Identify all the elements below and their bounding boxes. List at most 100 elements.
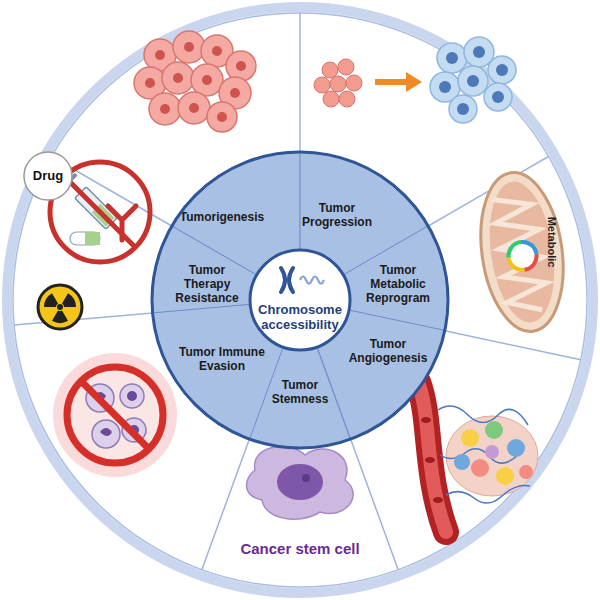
- glow: [53, 353, 177, 477]
- circle-shape: [250, 250, 350, 350]
- drug-circle: Drug: [21, 149, 75, 203]
- radiation-center: [57, 304, 63, 310]
- dna-strand-icon: [300, 277, 324, 284]
- nucleus: [492, 91, 504, 103]
- blue-nuclei: [439, 46, 508, 115]
- tumor-cell: [519, 465, 533, 479]
- immune-nucleus: [127, 391, 137, 401]
- red-blood-cell: [425, 457, 435, 463]
- divider-line: [445, 331, 581, 360]
- radiation-symbol: [38, 285, 82, 329]
- pill-half: [85, 232, 100, 245]
- tumor-cell: [507, 439, 525, 457]
- blue-cell: [437, 43, 467, 73]
- nucleolus: [302, 474, 310, 482]
- nucleus: [184, 42, 194, 52]
- stem-cell-nucleus: [277, 464, 323, 500]
- blue-cell: [449, 95, 477, 123]
- red-blood-cell: [433, 497, 443, 503]
- tumor-cell: [461, 429, 479, 447]
- blood-vessel: [418, 382, 446, 532]
- tumor-cell: [485, 421, 503, 439]
- prohibition-slash: [65, 177, 135, 247]
- blue-cell: [488, 56, 516, 84]
- node-text: Tumor Metabolic Reprogram: [363, 264, 433, 305]
- capillary: [438, 406, 528, 425]
- circle-outline: [247, 247, 353, 353]
- tumor-cell-cluster: [134, 31, 256, 132]
- nucleus: [496, 64, 508, 76]
- capillary: [446, 485, 530, 503]
- sector-shape: [153, 304, 283, 439]
- nucleus: [212, 46, 222, 56]
- tumor-cell: [178, 92, 210, 124]
- mito-inner: [481, 177, 562, 326]
- small-cell: [323, 91, 339, 107]
- blue-cell: [458, 66, 488, 96]
- nucleus: [173, 73, 183, 83]
- node-text: Drug: [25, 169, 71, 184]
- arrow-head: [406, 72, 422, 92]
- tumor-cell: [485, 445, 499, 459]
- nucleus: [217, 112, 227, 122]
- nucleus: [160, 104, 170, 114]
- prohibition-ring: [67, 367, 163, 463]
- circle-shape: [24, 152, 72, 200]
- radiation-blade: [42, 292, 61, 312]
- capillaries: [438, 406, 530, 503]
- radiation-blade: [59, 292, 78, 312]
- immune-cell: [120, 384, 144, 408]
- vessel-lumen: [418, 382, 446, 532]
- chromosome-icon: [281, 268, 285, 292]
- small-cell: [322, 62, 338, 78]
- cristae: [492, 194, 550, 315]
- nucleus: [202, 75, 212, 85]
- sector-shape: [152, 226, 257, 313]
- nucleus: [155, 50, 165, 60]
- nucleus: [145, 78, 155, 88]
- prohibition-slash: [81, 381, 149, 449]
- nucleus: [467, 75, 479, 87]
- nucleus: [439, 81, 451, 93]
- cycle-ring: [507, 240, 539, 272]
- node-text: Tumorigenesis: [172, 211, 272, 225]
- tumor-cell: [191, 64, 223, 96]
- tumor-cell: [226, 51, 256, 81]
- tumor-cell: [454, 454, 470, 470]
- node-text: Tumor Therapy Resistance: [172, 264, 242, 305]
- blue-cell: [484, 83, 512, 111]
- node-text: Tumor Immune Evasion: [176, 346, 268, 374]
- nucleus: [189, 103, 199, 113]
- radiation-disc: [38, 285, 82, 329]
- small-cell: [339, 91, 355, 107]
- outer-ring-line: [13, 13, 587, 587]
- blue-cell-cluster: [430, 37, 516, 123]
- outer-ring: [7, 7, 593, 593]
- syringe: [61, 173, 135, 247]
- tumor-cell: [496, 467, 514, 485]
- immune-evasion-illustration: [53, 353, 177, 477]
- stem-cell-body: [246, 447, 353, 520]
- small-cell: [338, 59, 354, 75]
- red-blood-cell: [421, 417, 431, 423]
- cancer-stem-cell-label: Cancer stem cell: [240, 541, 359, 558]
- nucleus: [446, 52, 458, 64]
- cycle-ring: [507, 240, 539, 272]
- metabolic-label: Metabolic: [546, 217, 558, 268]
- center-circle: Chromosome accessibility: [247, 247, 353, 353]
- mito-outer: [471, 167, 572, 337]
- cell-nuclei: [145, 42, 246, 122]
- cycle-ring: [507, 240, 539, 272]
- progression-arrow: [375, 79, 408, 85]
- nucleus: [236, 61, 246, 71]
- node-text: Tumor Stemness: [265, 379, 335, 407]
- tumor-cell: [173, 31, 205, 63]
- tumor-mass: [446, 416, 538, 496]
- tumor-cell: [471, 459, 489, 477]
- chromosome-icon: [289, 268, 293, 292]
- node-text: Tumor Angiogenesis: [347, 338, 429, 366]
- cycle-disc: [506, 239, 540, 273]
- angiogenesis-illustration: [418, 382, 538, 532]
- divider-line: [299, 13, 301, 152]
- immune-nucleus: [100, 428, 112, 436]
